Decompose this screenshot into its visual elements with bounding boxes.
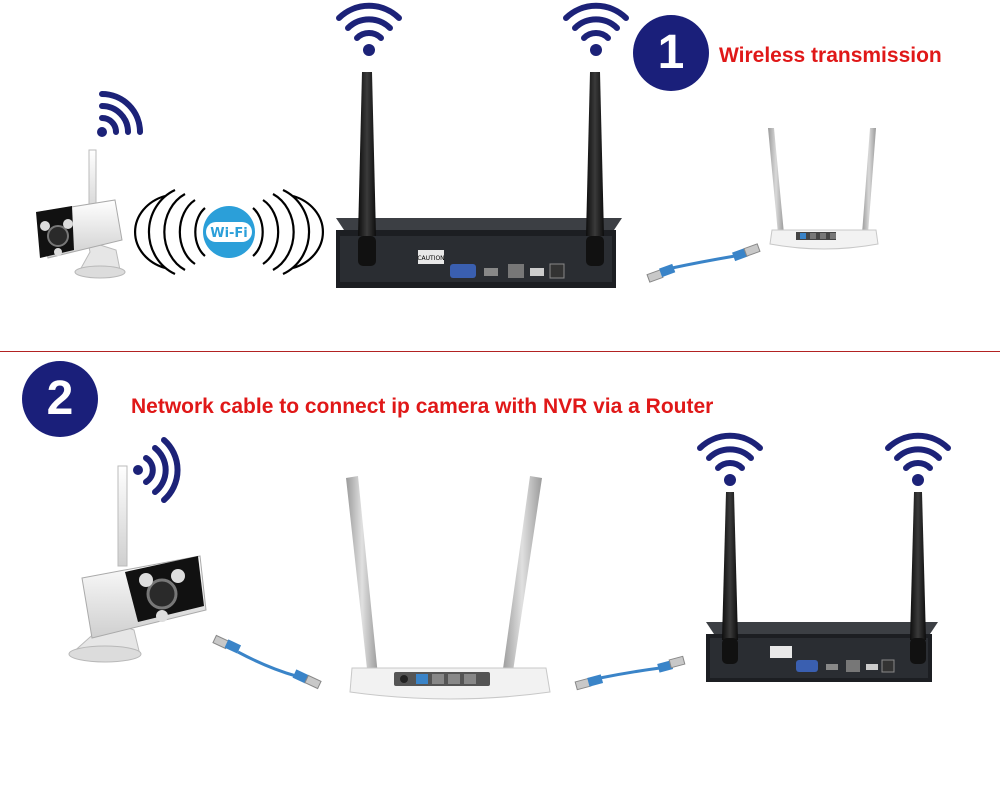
- step-2-number: 2: [46, 372, 74, 425]
- ip-camera-icon: [68, 465, 207, 663]
- router-icon: [768, 128, 879, 250]
- wifi-badge-icon: Wi-Fi: [133, 189, 325, 275]
- nvr-icon: [706, 492, 938, 682]
- network-cable-icon: [574, 655, 686, 691]
- wifi-badge-label: Wi-Fi: [210, 226, 248, 241]
- router-icon: [346, 476, 551, 700]
- step-1-number: 1: [657, 26, 685, 79]
- step-2-title: Network cable to connect ip camera with …: [131, 395, 714, 418]
- step-2-illustration: [68, 432, 951, 700]
- ip-camera-icon: [36, 149, 126, 279]
- wifi-signal-icon: [336, 2, 402, 56]
- network-cable-icon: [212, 634, 322, 690]
- step-2-badge: 2: [22, 361, 98, 437]
- nvr-icon: CAUTION: [336, 72, 622, 288]
- wifi-signal-icon: [133, 437, 181, 503]
- wifi-signal-icon: [697, 432, 763, 486]
- step-1-title: Wireless transmission: [719, 44, 942, 67]
- wifi-signal-icon: [885, 432, 951, 486]
- wifi-signal-icon: [97, 91, 143, 137]
- nvr-caution-label: CAUTION: [417, 255, 444, 262]
- wifi-signal-icon: [563, 2, 629, 56]
- section-divider: [0, 351, 1000, 352]
- step-1-illustration: Wi-Fi CAUTION: [36, 2, 879, 288]
- network-cable-icon: [646, 243, 761, 283]
- step-1-badge: 1: [633, 15, 709, 91]
